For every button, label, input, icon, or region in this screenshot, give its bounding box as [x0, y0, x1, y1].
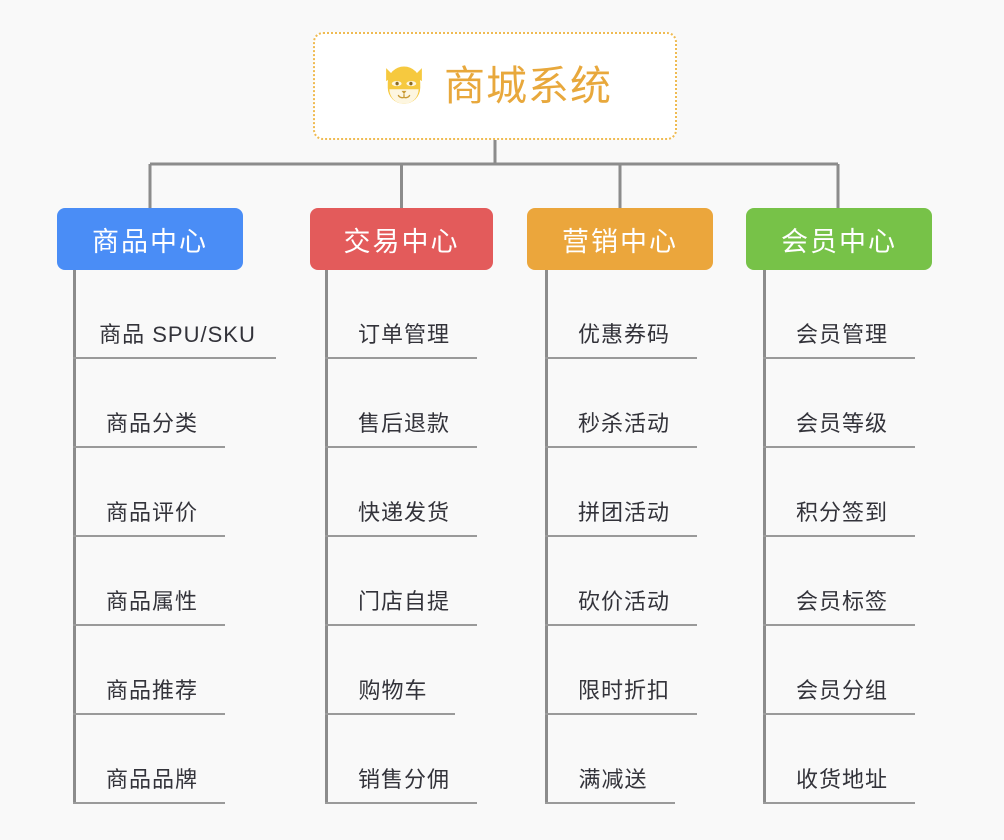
category-label: 商品中心	[92, 226, 208, 257]
leaf-item-label: 订单管理	[357, 322, 450, 347]
leaf-item-underline	[73, 535, 225, 537]
root-node-shop-system[interactable]: 商城系统	[313, 32, 677, 140]
leaf-item-label: 会员等级	[795, 411, 888, 436]
leaf-item-label: 会员管理	[795, 322, 888, 347]
leaf-item-label: 商品属性	[105, 589, 198, 614]
leaf-item-underline	[73, 357, 276, 359]
leaf-item-label: 收货地址	[795, 767, 888, 792]
category-box-product-center[interactable]: 商品中心	[57, 208, 243, 270]
leaf-item-underline	[545, 357, 697, 359]
leaf-spine-line	[73, 270, 76, 804]
leaf-item-underline	[545, 802, 675, 804]
leaf-item-member-center-5[interactable]: 收货地址	[763, 715, 915, 804]
leaf-item-product-center-3[interactable]: 商品属性	[73, 537, 225, 626]
leaf-spine-line	[545, 270, 548, 804]
leaf-item-label: 商品 SPU/SKU	[99, 322, 256, 347]
leaf-item-member-center-3[interactable]: 会员标签	[763, 537, 915, 626]
leaf-item-product-center-2[interactable]: 商品评价	[73, 448, 225, 537]
leaf-item-label: 商品品牌	[105, 767, 198, 792]
leaf-item-underline	[325, 624, 477, 626]
leaf-item-label: 秒杀活动	[577, 411, 670, 436]
leaf-item-trade-center-1[interactable]: 售后退款	[325, 359, 477, 448]
leaf-item-trade-center-0[interactable]: 订单管理	[325, 270, 477, 359]
leaf-item-underline	[325, 535, 477, 537]
leaf-item-label: 门店自提	[357, 589, 450, 614]
leaf-item-marketing-center-3[interactable]: 砍价活动	[545, 537, 697, 626]
category-label: 会员中心	[781, 226, 897, 257]
leaf-item-product-center-0[interactable]: 商品 SPU/SKU	[73, 270, 276, 359]
leaf-item-underline	[763, 802, 915, 804]
leaf-item-marketing-center-0[interactable]: 优惠券码	[545, 270, 697, 359]
category-box-marketing-center[interactable]: 营销中心	[527, 208, 713, 270]
leaf-item-underline	[763, 446, 915, 448]
leaf-item-label: 优惠券码	[577, 322, 670, 347]
leaf-item-member-center-1[interactable]: 会员等级	[763, 359, 915, 448]
leaf-item-label: 商品推荐	[105, 678, 198, 703]
leaf-item-underline	[763, 624, 915, 626]
leaf-item-underline	[763, 713, 915, 715]
leaf-item-label: 拼团活动	[577, 500, 670, 525]
leaf-item-member-center-4[interactable]: 会员分组	[763, 626, 915, 715]
category-label: 营销中心	[562, 226, 678, 257]
leaf-item-underline	[325, 446, 477, 448]
leaf-item-label: 满减送	[578, 767, 648, 792]
leaf-item-underline	[763, 535, 915, 537]
leaf-spine-line	[763, 270, 766, 804]
leaf-item-label: 积分签到	[795, 500, 888, 525]
leaf-item-underline	[73, 802, 225, 804]
leaf-item-label: 商品评价	[105, 500, 198, 525]
shiba-dog-face-icon	[386, 66, 422, 104]
leaf-item-trade-center-3[interactable]: 门店自提	[325, 537, 477, 626]
leaf-item-label: 销售分佣	[357, 767, 450, 792]
leaf-item-label: 售后退款	[357, 411, 450, 436]
leaf-item-product-center-5[interactable]: 商品品牌	[73, 715, 225, 804]
leaf-item-underline	[73, 446, 225, 448]
leaf-item-marketing-center-1[interactable]: 秒杀活动	[545, 359, 697, 448]
leaf-item-underline	[325, 802, 477, 804]
leaf-item-trade-center-4[interactable]: 购物车	[325, 626, 455, 715]
category-box-trade-center[interactable]: 交易中心	[310, 208, 493, 270]
leaf-item-underline	[763, 357, 915, 359]
leaf-item-product-center-4[interactable]: 商品推荐	[73, 626, 225, 715]
leaf-item-underline	[545, 535, 697, 537]
leaf-item-trade-center-5[interactable]: 销售分佣	[325, 715, 477, 804]
leaf-item-label: 会员分组	[795, 678, 888, 703]
leaf-item-label: 购物车	[358, 678, 428, 703]
leaf-item-label: 商品分类	[105, 411, 198, 436]
category-box-member-center[interactable]: 会员中心	[746, 208, 932, 270]
leaf-item-marketing-center-2[interactable]: 拼团活动	[545, 448, 697, 537]
leaf-spine-line	[325, 270, 328, 804]
leaf-item-underline	[73, 713, 225, 715]
leaf-item-marketing-center-5[interactable]: 满减送	[545, 715, 675, 804]
leaf-item-member-center-0[interactable]: 会员管理	[763, 270, 915, 359]
leaf-item-label: 限时折扣	[577, 678, 670, 703]
leaf-item-underline	[545, 713, 697, 715]
leaf-item-underline	[325, 357, 477, 359]
leaf-item-underline	[325, 713, 455, 715]
leaf-item-marketing-center-4[interactable]: 限时折扣	[545, 626, 697, 715]
leaf-item-underline	[545, 624, 697, 626]
leaf-item-member-center-2[interactable]: 积分签到	[763, 448, 915, 537]
leaf-item-label: 快递发货	[357, 500, 450, 525]
leaf-item-underline	[545, 446, 697, 448]
category-label: 交易中心	[343, 226, 460, 257]
leaf-item-product-center-1[interactable]: 商品分类	[73, 359, 225, 448]
root-title-text: 商城系统	[444, 62, 612, 109]
leaf-item-label: 砍价活动	[577, 589, 670, 614]
leaf-item-label: 会员标签	[795, 589, 888, 614]
leaf-item-underline	[73, 624, 225, 626]
leaf-item-trade-center-2[interactable]: 快递发货	[325, 448, 477, 537]
